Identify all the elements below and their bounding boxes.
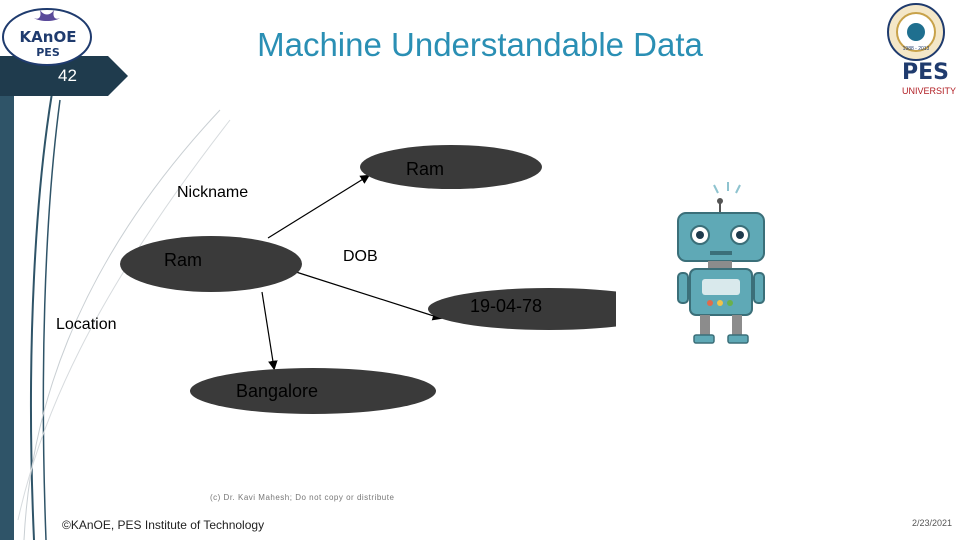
node-nickname-value [360,145,542,189]
edge-label-location: Location [56,316,117,333]
footer-organization: ©KAnOE, PES Institute of Technology [62,518,265,532]
slide-number-tab [0,56,128,96]
slide-date: 2/23/2021 [912,518,953,528]
pes-seal-icon [887,3,945,61]
pes-university-logo: 1988 - 2013 PES UNIVERSITY [872,2,960,98]
copyright-note: (c) Dr. Kavi Mahesh; Do not copy or dist… [210,493,395,502]
kanoe-logo: KAnOE PES [0,4,96,66]
slide-title: Machine Understandable Data [257,26,703,63]
slide-number: 42 [58,66,77,85]
kanoe-logo-text: KAnOE [19,28,77,46]
edge-label-dob: DOB [343,248,378,265]
robot-illustration [616,179,842,348]
kanoe-logo-subtext: PES [36,46,60,59]
node-subject [120,236,302,292]
node-nickname-value-label: Ram [406,159,445,179]
pes-logo-sub: UNIVERSITY [902,86,957,96]
node-location-value [190,368,436,414]
node-subject-label: Ram [164,250,203,270]
pes-logo-name: PES [902,60,949,85]
seal-years: 1988 - 2013 [902,46,930,52]
edge-label-nickname: Nickname [177,184,249,201]
node-location-value-label: Bangalore [236,381,319,401]
node-dob-value-label: 19-04-78 [470,296,543,316]
robot-icon [677,182,765,344]
